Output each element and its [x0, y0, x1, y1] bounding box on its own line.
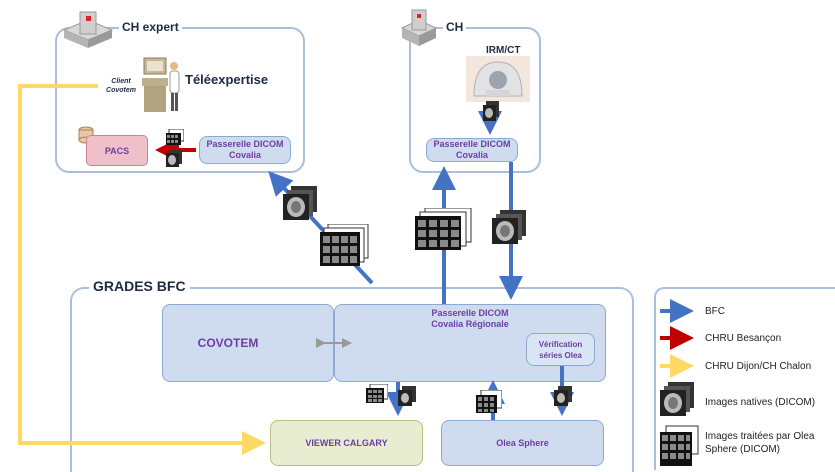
verification-olea-box[interactable]: Vérification séries Olea [526, 333, 595, 366]
image-grid-stack-icon [366, 384, 388, 403]
image-grid-stack-icon [415, 208, 472, 250]
brain-scan-stack-icon [483, 101, 499, 121]
image-grid-stack-icon [660, 425, 699, 466]
mri-scanner-icon [466, 56, 530, 102]
passerelle-regionale-label: Passerelle DICOM Covalia Régionale [431, 308, 509, 329]
image-grid-stack-icon [166, 129, 184, 145]
legend-label-besancon: CHRU Besançon [705, 333, 782, 344]
covotem-box[interactable]: COVOTEM [162, 304, 334, 382]
verification-label: Vérification séries Olea [538, 339, 583, 360]
legend-label-bfc: BFC [705, 306, 725, 317]
ch-expert-passerelle-box[interactable]: Passerelle DICOM Covalia [199, 136, 291, 164]
image-grid-stack-icon [320, 224, 369, 266]
client-covotem-label: Client Covotem [106, 78, 136, 94]
viewer-calgary-box[interactable]: VIEWER CALGARY [270, 420, 423, 466]
passerelle-label: Passerelle DICOM Covalia [206, 139, 284, 160]
legend-label-processed: Images traitées par Olea Sphere (DICOM) [705, 431, 815, 455]
brain-scan-stack-icon [492, 210, 526, 244]
ch-passerelle-box[interactable]: Passerelle DICOM Covalia [426, 138, 518, 162]
grades-bfc-title: GRADES BFC [89, 278, 190, 294]
brain-scan-stack-icon [398, 386, 416, 406]
legend-label-dijon: CHRU Dijon/CH Chalon [705, 361, 812, 372]
pacs-box[interactable]: PACS [86, 135, 148, 166]
legend-label-native: Images natives (DICOM) [705, 397, 816, 408]
covotem-label: COVOTEM [197, 336, 259, 350]
olea-sphere-box[interactable]: Olea Sphere [441, 420, 604, 466]
image-grid-stack-icon [476, 390, 502, 413]
teleexpertise-label: Téléexpertise [185, 72, 269, 87]
brain-scan-stack-icon [660, 382, 694, 416]
brain-scan-stack-icon [166, 150, 182, 167]
hospital-building-icon [62, 11, 114, 48]
ch-expert-title: CH expert [119, 20, 182, 34]
irm-ct-label: IRM/CT [486, 45, 521, 56]
pacs-label: PACS [104, 145, 130, 156]
brain-scan-stack-icon [554, 386, 572, 406]
brain-scan-stack-icon [283, 186, 317, 220]
workstation-icon [142, 57, 180, 112]
olea-sphere-label: Olea Sphere [496, 438, 549, 448]
legend-swatches [660, 299, 699, 466]
hospital-building-icon [400, 9, 438, 46]
passerelle-label: Passerelle DICOM Covalia [433, 139, 511, 160]
ch-title: CH [443, 20, 467, 34]
viewer-calgary-label: VIEWER CALGARY [305, 438, 388, 448]
legend-frame [654, 287, 835, 470]
dijon-chalon-arrow [18, 84, 266, 455]
